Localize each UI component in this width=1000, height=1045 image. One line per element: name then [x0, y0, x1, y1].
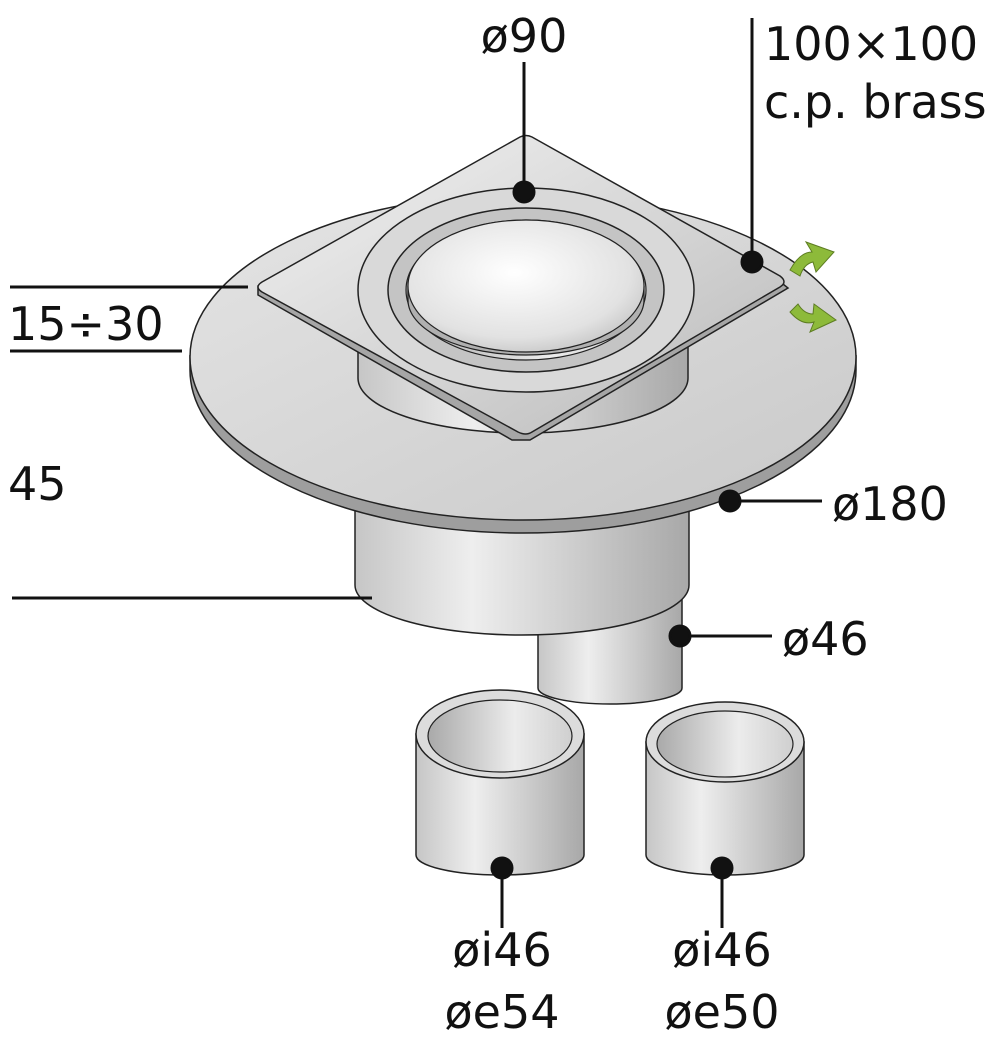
- label-grate-material: c.p. brass: [764, 75, 987, 129]
- label-adapter2-inner: øi46: [672, 923, 771, 977]
- label-outlet-diameter: ø46: [782, 612, 869, 666]
- label-adapter1-inner: øi46: [452, 923, 551, 977]
- label-top-diameter: ø90: [481, 9, 568, 63]
- rotate-arrows-icon: [789, 241, 837, 333]
- label-adapter2-outer: øe50: [665, 985, 780, 1039]
- label-adapter1-outer: øe54: [445, 985, 560, 1039]
- label-height: 45: [8, 457, 67, 511]
- label-adjust-range: 15÷30: [8, 297, 164, 351]
- label-flange-diameter: ø180: [832, 477, 948, 531]
- label-grate-size: 100×100: [764, 17, 978, 71]
- grate-ring: [357, 187, 695, 393]
- adapter-50: [645, 701, 805, 876]
- leader-lines: [10, 18, 822, 928]
- adapter-54: [415, 689, 585, 876]
